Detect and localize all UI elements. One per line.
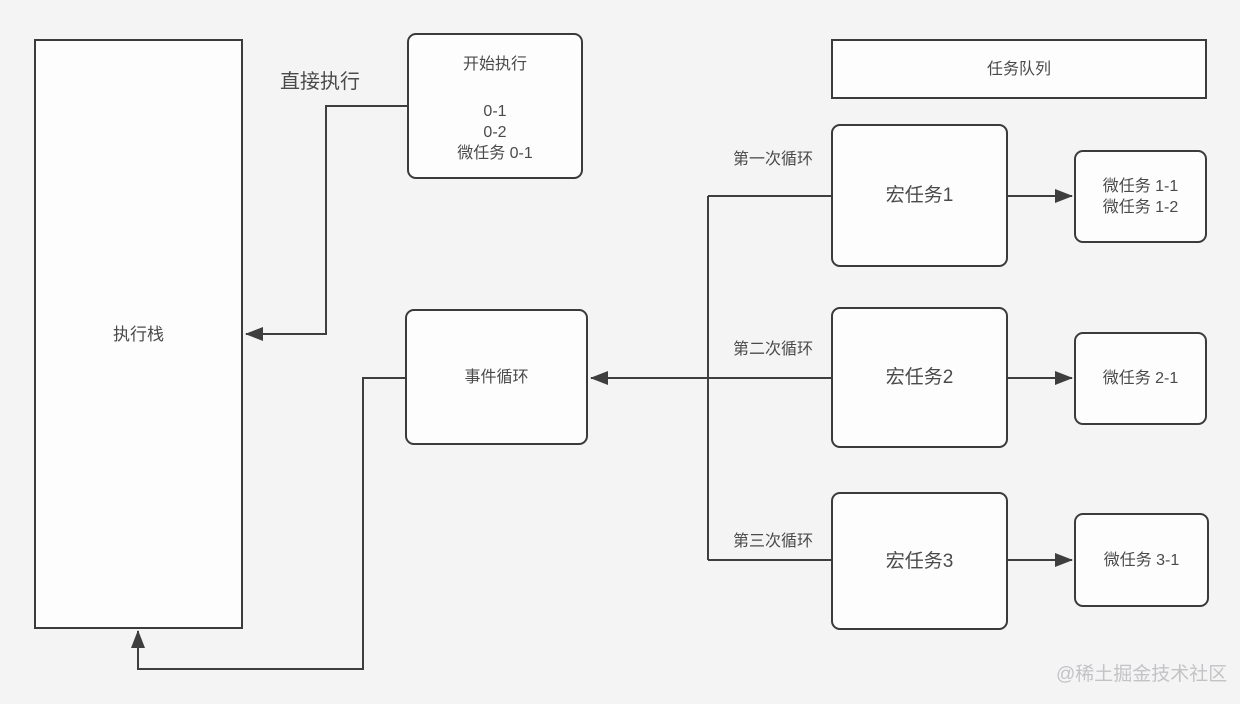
node-micro-task-3: 微任务 3-1 (1074, 513, 1209, 607)
edge-label-loop-1: 第一次循环 (732, 151, 813, 168)
node-micro-task-2: 微任务 2-1 (1074, 332, 1207, 425)
macro-task-3-label: 宏任务3 (885, 550, 954, 572)
node-task-queue: 任务队列 (831, 39, 1207, 99)
macro-task-2-label: 宏任务2 (885, 367, 954, 388)
micro-task-1-line-2: 微任务 1-2 (1102, 198, 1179, 216)
start-exec-task-list: 0-1 0-2 微任务 0-1 (457, 101, 533, 164)
micro-task-3-label: 微任务 3-1 (1103, 551, 1180, 569)
node-macro-task-1: 宏任务1 (831, 124, 1008, 267)
edge-event-loop-to-exec-stack (131, 377, 405, 670)
start-exec-line-1: 0-1 (483, 103, 507, 120)
start-exec-title: 开始执行 (462, 56, 527, 73)
macro-task-1-label: 宏任务1 (885, 185, 954, 206)
node-start-exec: 开始执行 0-1 0-2 微任务 0-1 (407, 33, 583, 179)
task-queue-label: 任务队列 (986, 60, 1051, 78)
event-loop-label: 事件循环 (464, 368, 529, 386)
exec-stack-label: 执行栈 (113, 324, 164, 344)
edge-start-exec-to-exec-stack (245, 105, 407, 341)
node-macro-task-2: 宏任务2 (831, 307, 1008, 448)
node-micro-task-1: 微任务 1-1 微任务 1-2 (1074, 150, 1207, 243)
micro-task-2-label: 微任务 2-1 (1102, 370, 1179, 387)
edge-label-direct-exec: 直接执行 (280, 71, 360, 93)
watermark-text: @稀土掘金技术社区 (1056, 664, 1228, 685)
node-macro-task-3: 宏任务3 (831, 492, 1008, 630)
node-event-loop: 事件循环 (405, 309, 588, 445)
edge-label-loop-3: 第三次循环 (732, 533, 813, 550)
node-exec-stack: 执行栈 (34, 39, 243, 629)
start-exec-line-2: 0-2 (483, 124, 507, 141)
start-exec-line-3: 微任务 0-1 (457, 145, 533, 162)
edge-label-loop-2: 第二次循环 (732, 341, 813, 358)
micro-task-1-line-1: 微任务 1-1 (1102, 177, 1179, 195)
